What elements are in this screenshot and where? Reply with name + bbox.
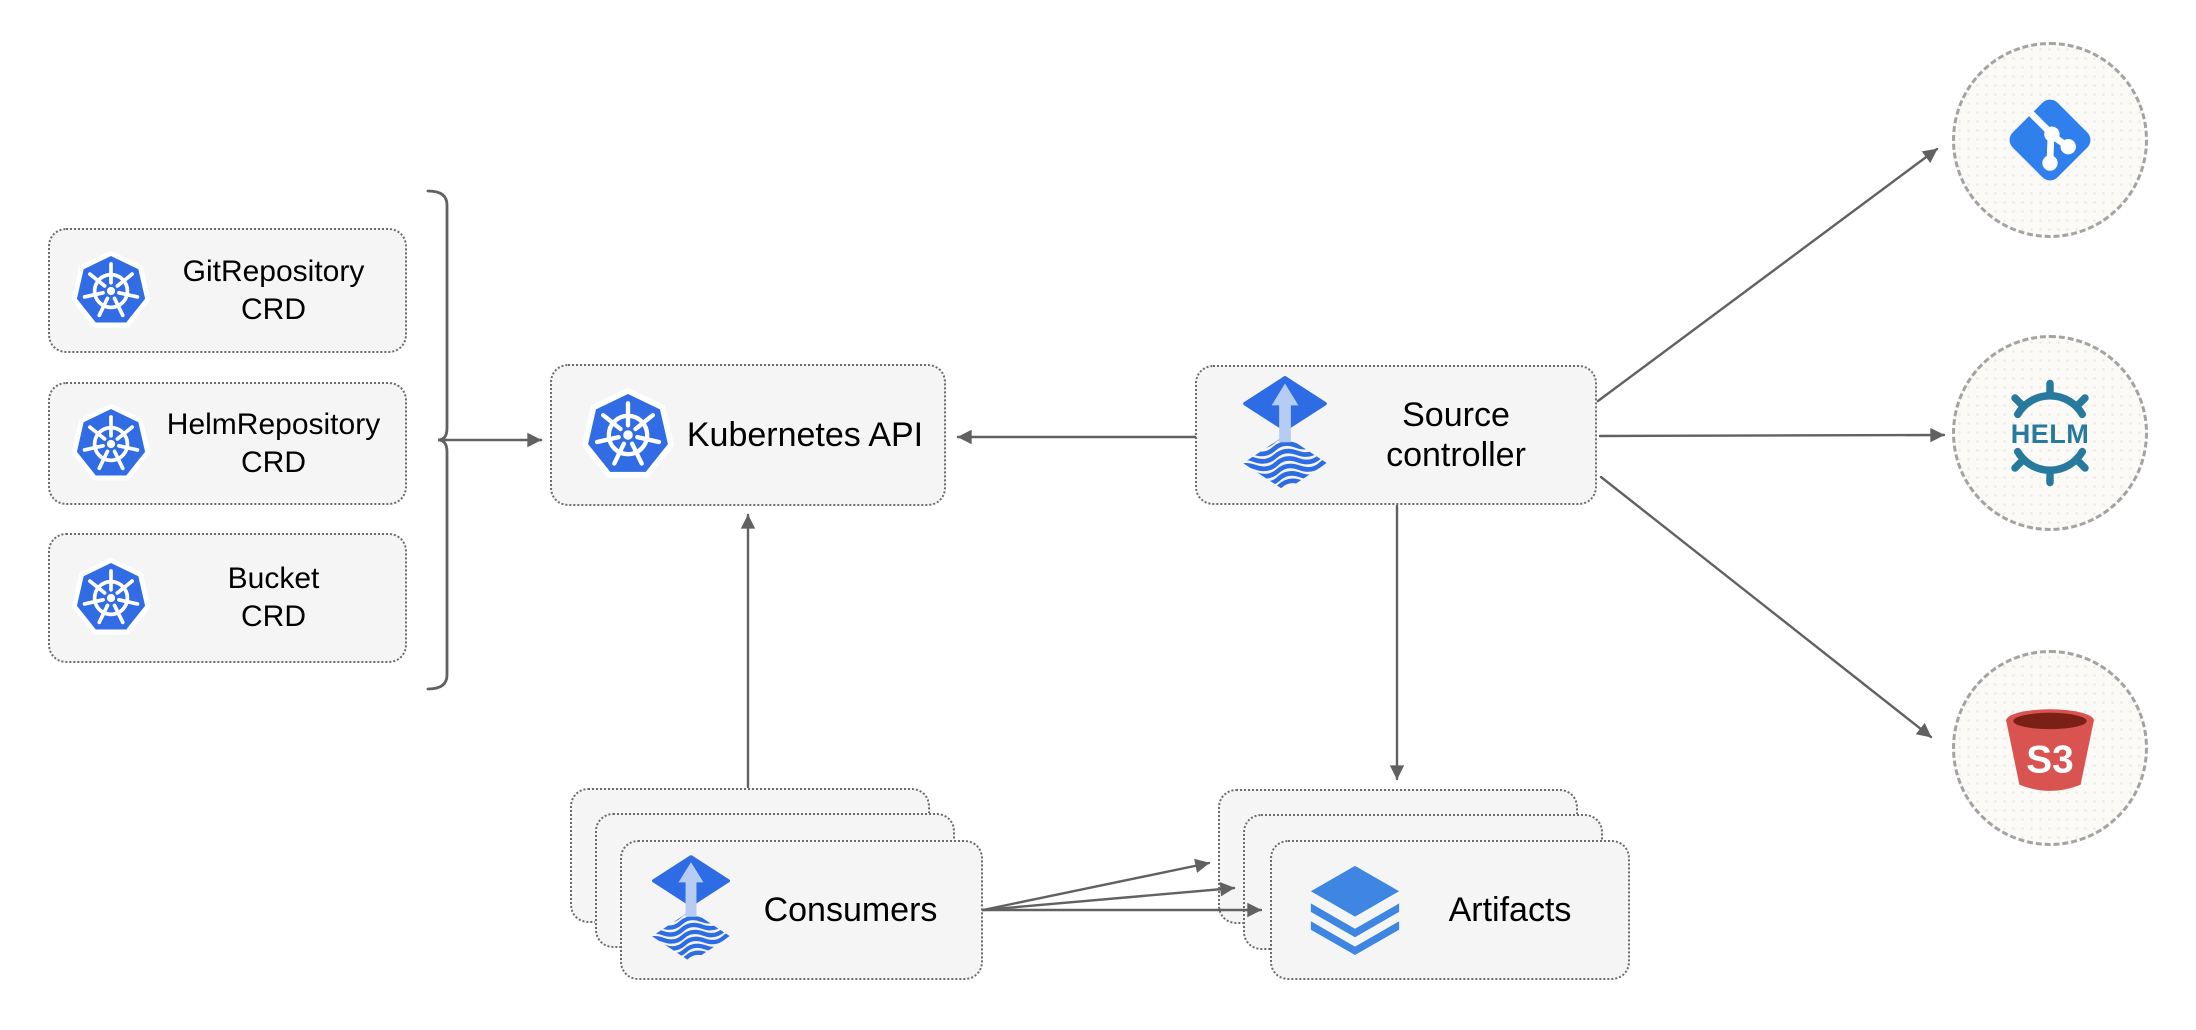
node-consumers: Consumers: [620, 840, 983, 980]
node-gitrepository-crd: GitRepository CRD: [48, 228, 407, 353]
crd-label-line2: CRD: [241, 445, 306, 479]
node-helmrepository-crd: HelmRepository CRD: [48, 382, 407, 505]
edge-consumers-to-artifacts-back: [981, 858, 1211, 912]
kubernetes-icon: [70, 557, 152, 639]
consumers-label: Consumers: [763, 891, 938, 929]
external-helm-circle: HELM: [1952, 335, 2148, 531]
layers-icon: [1310, 865, 1400, 956]
git-icon: [2009, 99, 2091, 181]
flux-icon: [1243, 376, 1327, 495]
helmrepository-crd-label: HelmRepository CRD: [152, 406, 405, 482]
source-controller-label: Source controller: [1327, 395, 1595, 475]
kubernetes-icon: [70, 250, 152, 332]
crd-label-line1: Bucket: [227, 562, 320, 595]
s3-bucket-icon: S3: [2006, 709, 2094, 791]
node-kubernetes-api: Kubernetes API: [550, 364, 946, 506]
crd-label-line2: CRD: [241, 292, 306, 326]
kubernetes-icon: [580, 387, 676, 483]
crd-label-line1: HelmRepository: [166, 407, 381, 441]
kubernetes-api-label: Kubernetes API: [686, 416, 924, 454]
edge-source-controller-to-helm: [1598, 427, 1946, 443]
gitrepository-crd-label: GitRepository CRD: [152, 253, 405, 329]
source-controller-line1: Source: [1402, 396, 1510, 434]
kubernetes-icon: [70, 403, 152, 485]
node-bucket-crd: Bucket CRD: [48, 533, 407, 663]
edge-consumers-to-artifacts-middle: [981, 882, 1236, 912]
bucket-crd-label: Bucket CRD: [152, 560, 405, 636]
crd-grouping-bracket: [426, 189, 449, 691]
flux-icon: [652, 855, 730, 966]
source-controller-line2: controller: [1386, 436, 1526, 474]
crd-label-line2: CRD: [241, 600, 306, 633]
helm-wordmark: HELM: [2011, 419, 2090, 449]
edge-source-controller-to-git: [1596, 147, 1939, 403]
external-git-circle: [1952, 42, 2148, 238]
node-source-controller: Source controller: [1195, 365, 1597, 505]
crd-label-line1: GitRepository: [182, 254, 365, 288]
edge-source-controller-to-s3: [1599, 475, 1933, 739]
helm-icon: HELM: [2011, 379, 2090, 487]
node-artifacts: Artifacts: [1270, 840, 1630, 980]
s3-wordmark: S3: [2026, 738, 2073, 781]
artifacts-label: Artifacts: [1448, 891, 1572, 929]
external-s3-circle: S3: [1952, 650, 2148, 846]
